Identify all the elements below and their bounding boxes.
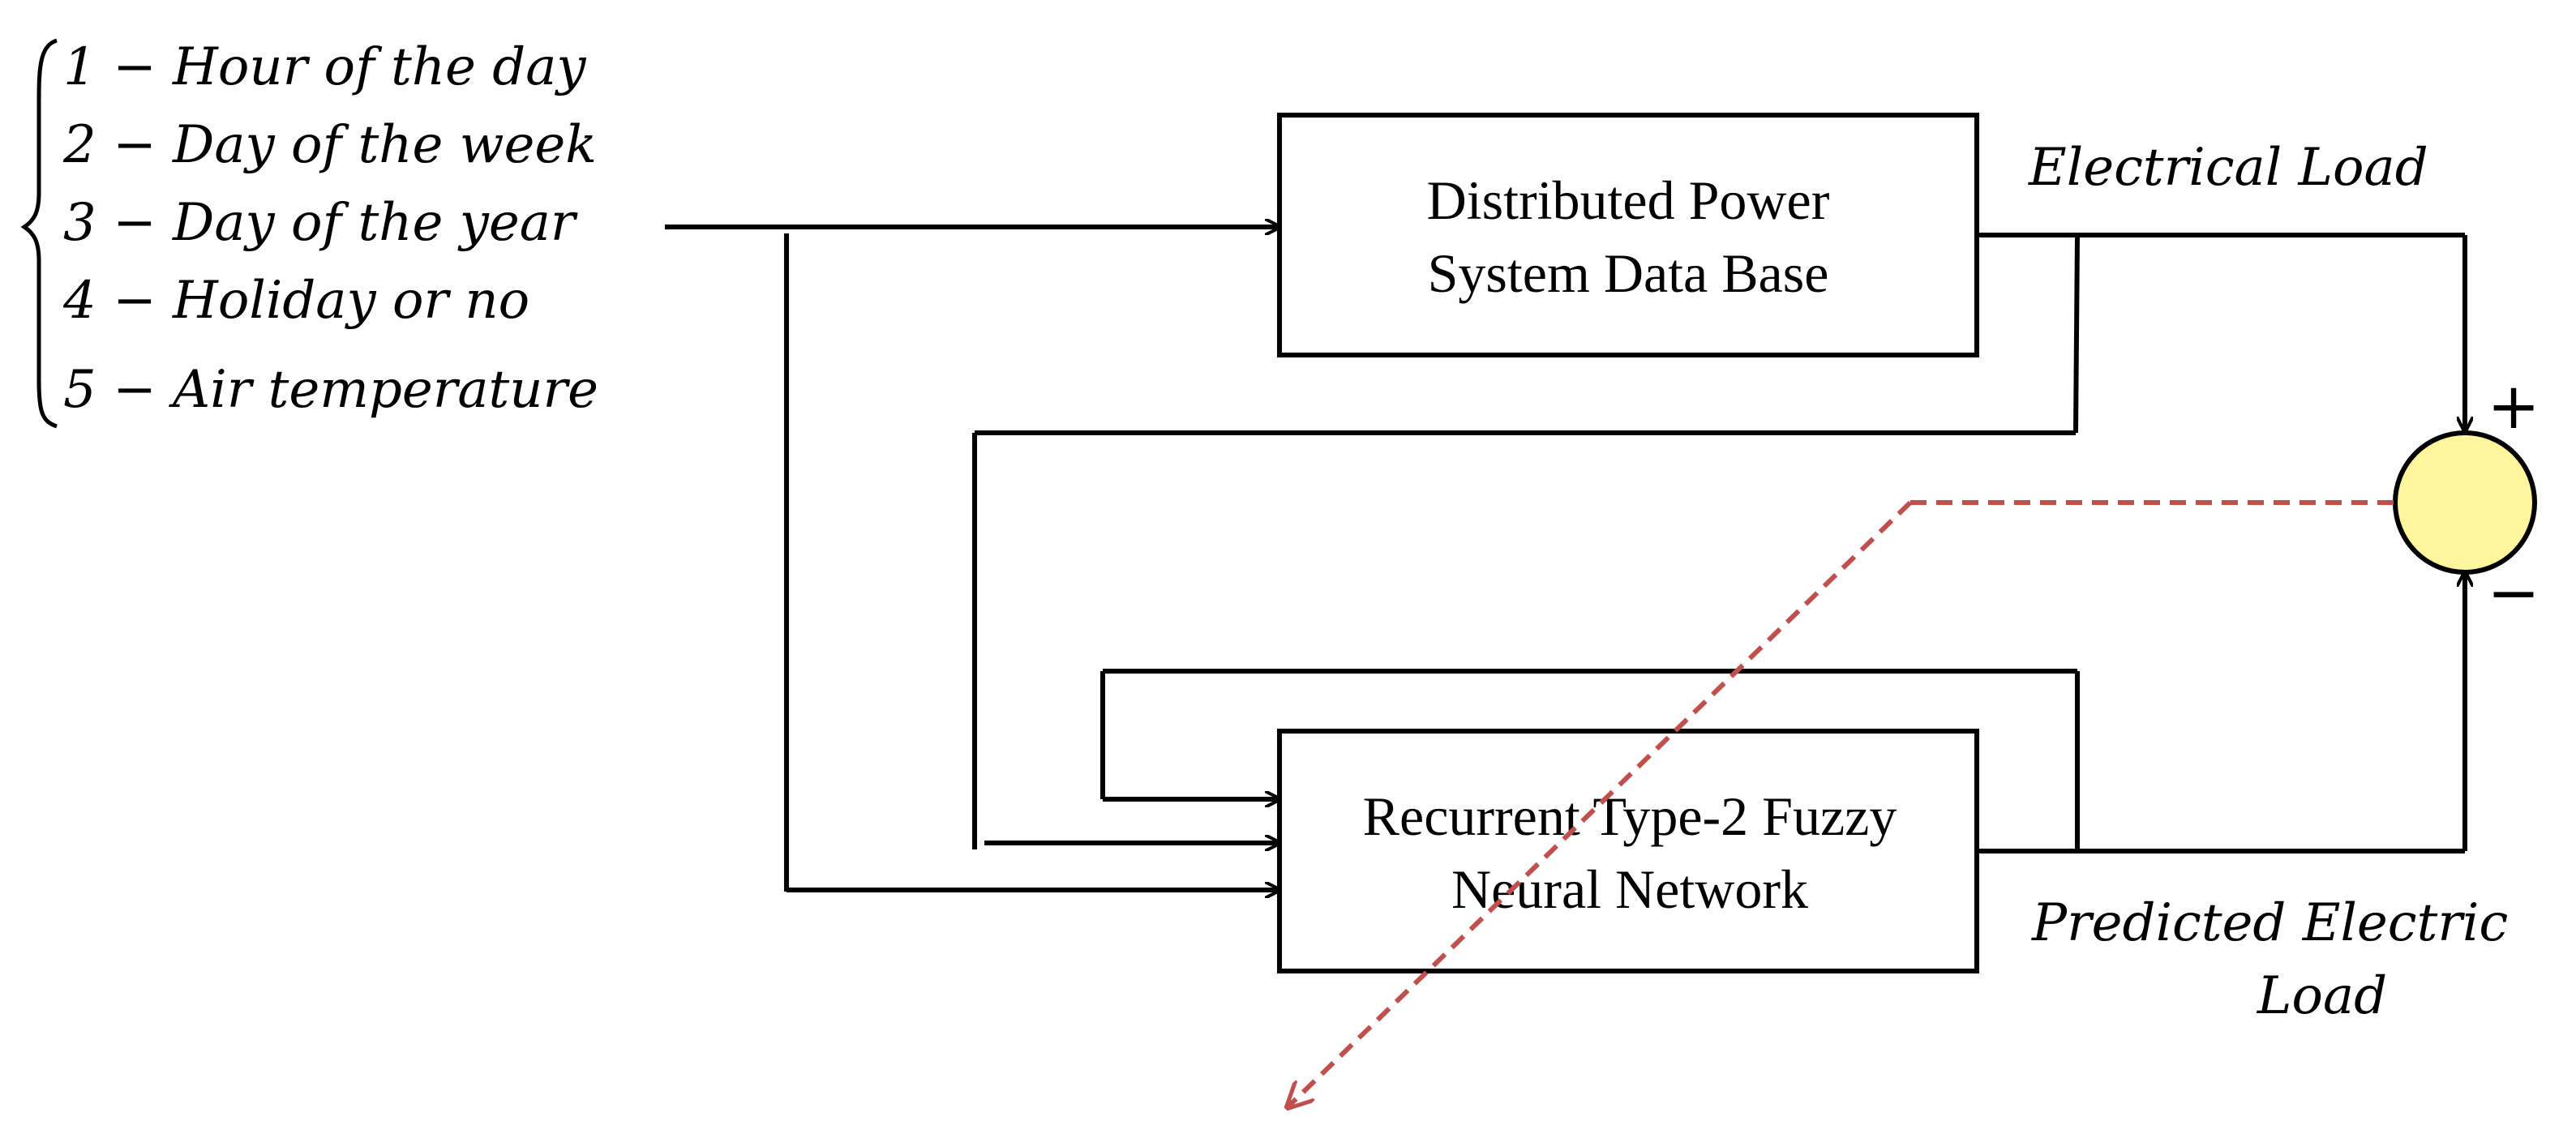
input-air-temperature: 5 − Air temperature (63, 360, 598, 420)
summing-junction-circle (2393, 430, 2537, 575)
plus-sign: + (2487, 370, 2540, 443)
output-labels: Electrical Load Predicted Electric Load (2028, 138, 2508, 1026)
network-label-line1: Recurrent Type-2 Fuzzy (1363, 785, 1897, 847)
load-feedback-drop (2073, 234, 2080, 434)
predicted-load-label-line2: Load (2257, 966, 2387, 1026)
input-holiday: 4 − Holiday or no (62, 271, 529, 331)
predicted-load-label-line1: Predicted Electric (2031, 893, 2508, 953)
summing-junction: + − (2393, 370, 2540, 630)
input-day-of-week: 2 − Day of the week (62, 115, 597, 175)
input-hour-of-day: 1 − Hour of the day (63, 37, 586, 97)
electrical-load-label: Electrical Load (2028, 138, 2428, 198)
input-list: 1 − Hour of the day 2 − Day of the week … (62, 37, 598, 420)
error-path-diagonal-arrow (1288, 500, 1913, 1107)
database-label-line2: System Data Base (1428, 242, 1829, 304)
input-day-of-year: 3 − Day of the year (63, 193, 578, 253)
minus-sign: − (2487, 557, 2540, 630)
database-block: Distributed Power System Data Base (1277, 113, 1979, 357)
network-label-line2: Neural Network (1451, 858, 1808, 920)
network-block: Recurrent Type-2 Fuzzy Neural Network (1277, 729, 1979, 973)
input-brace (20, 38, 58, 429)
network-box (1277, 729, 1979, 973)
error-feedback-path (1288, 500, 2394, 1107)
database-box (1277, 113, 1979, 357)
connections (665, 227, 2465, 892)
database-label-line1: Distributed Power (1427, 169, 1830, 231)
